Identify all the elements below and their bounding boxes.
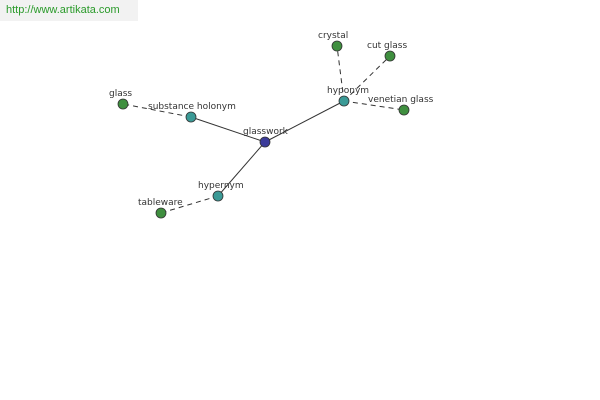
leaf-node-dot-crystal[interactable] xyxy=(331,40,343,52)
leaf-node-venetian-glass[interactable]: venetian glass xyxy=(368,95,434,116)
relation-node-hypernym[interactable]: hypernym xyxy=(198,181,244,202)
leaf-node-crystal[interactable]: crystal xyxy=(318,31,348,52)
edge-crystal xyxy=(336,45,345,102)
leaf-node-dot-tableware[interactable] xyxy=(155,207,167,219)
relation-node-dot-substance-holonym[interactable] xyxy=(185,111,197,123)
edge-cut-glass xyxy=(343,55,391,102)
leaf-node-label-venetian-glass[interactable]: venetian glass xyxy=(368,95,434,105)
leaf-node-label-cut-glass[interactable]: cut glass xyxy=(367,41,407,51)
relation-node-label-hyponym[interactable]: hyponym xyxy=(327,86,369,96)
leaf-node-dot-cut-glass[interactable] xyxy=(384,50,396,62)
relation-node-substance-holonym[interactable]: substance holonym xyxy=(148,102,236,123)
leaf-node-label-tableware[interactable]: tableware xyxy=(138,198,183,208)
center-node-label-glasswork[interactable]: glasswork xyxy=(243,127,289,137)
edge-tableware xyxy=(160,195,219,214)
leaf-node-label-crystal[interactable]: crystal xyxy=(318,31,348,41)
leaf-node-label-glass[interactable]: glass xyxy=(109,89,132,99)
leaf-node-glass[interactable]: glass xyxy=(109,89,132,110)
leaf-node-cut-glass[interactable]: cut glass xyxy=(367,41,407,62)
url-banner: http://www.artikata.com xyxy=(0,0,138,21)
edge-hypernym xyxy=(217,141,266,197)
graph-edges xyxy=(122,45,405,214)
relation-node-label-hypernym[interactable]: hypernym xyxy=(198,181,244,191)
center-node-dot-glasswork[interactable] xyxy=(259,136,271,148)
edge-glass xyxy=(122,103,192,118)
edge-substance-holonym xyxy=(190,116,266,143)
leaf-node-tableware[interactable]: tableware xyxy=(138,198,183,219)
site-url-link[interactable]: http://www.artikata.com xyxy=(6,4,120,16)
graph-nodes: glass crystal cut glass venetian glass table… xyxy=(109,31,434,219)
relation-node-hyponym[interactable]: hyponym xyxy=(327,86,369,107)
edge-venetian-glass xyxy=(343,100,405,111)
relation-node-dot-hyponym[interactable] xyxy=(338,95,350,107)
leaf-node-dot-venetian-glass[interactable] xyxy=(398,104,410,116)
center-node-glasswork[interactable]: glasswork xyxy=(243,127,289,148)
edge-hyponym xyxy=(264,100,345,143)
relation-node-label-substance-holonym[interactable]: substance holonym xyxy=(148,102,236,112)
relation-node-dot-hypernym[interactable] xyxy=(212,190,224,202)
leaf-node-dot-glass[interactable] xyxy=(117,98,129,110)
